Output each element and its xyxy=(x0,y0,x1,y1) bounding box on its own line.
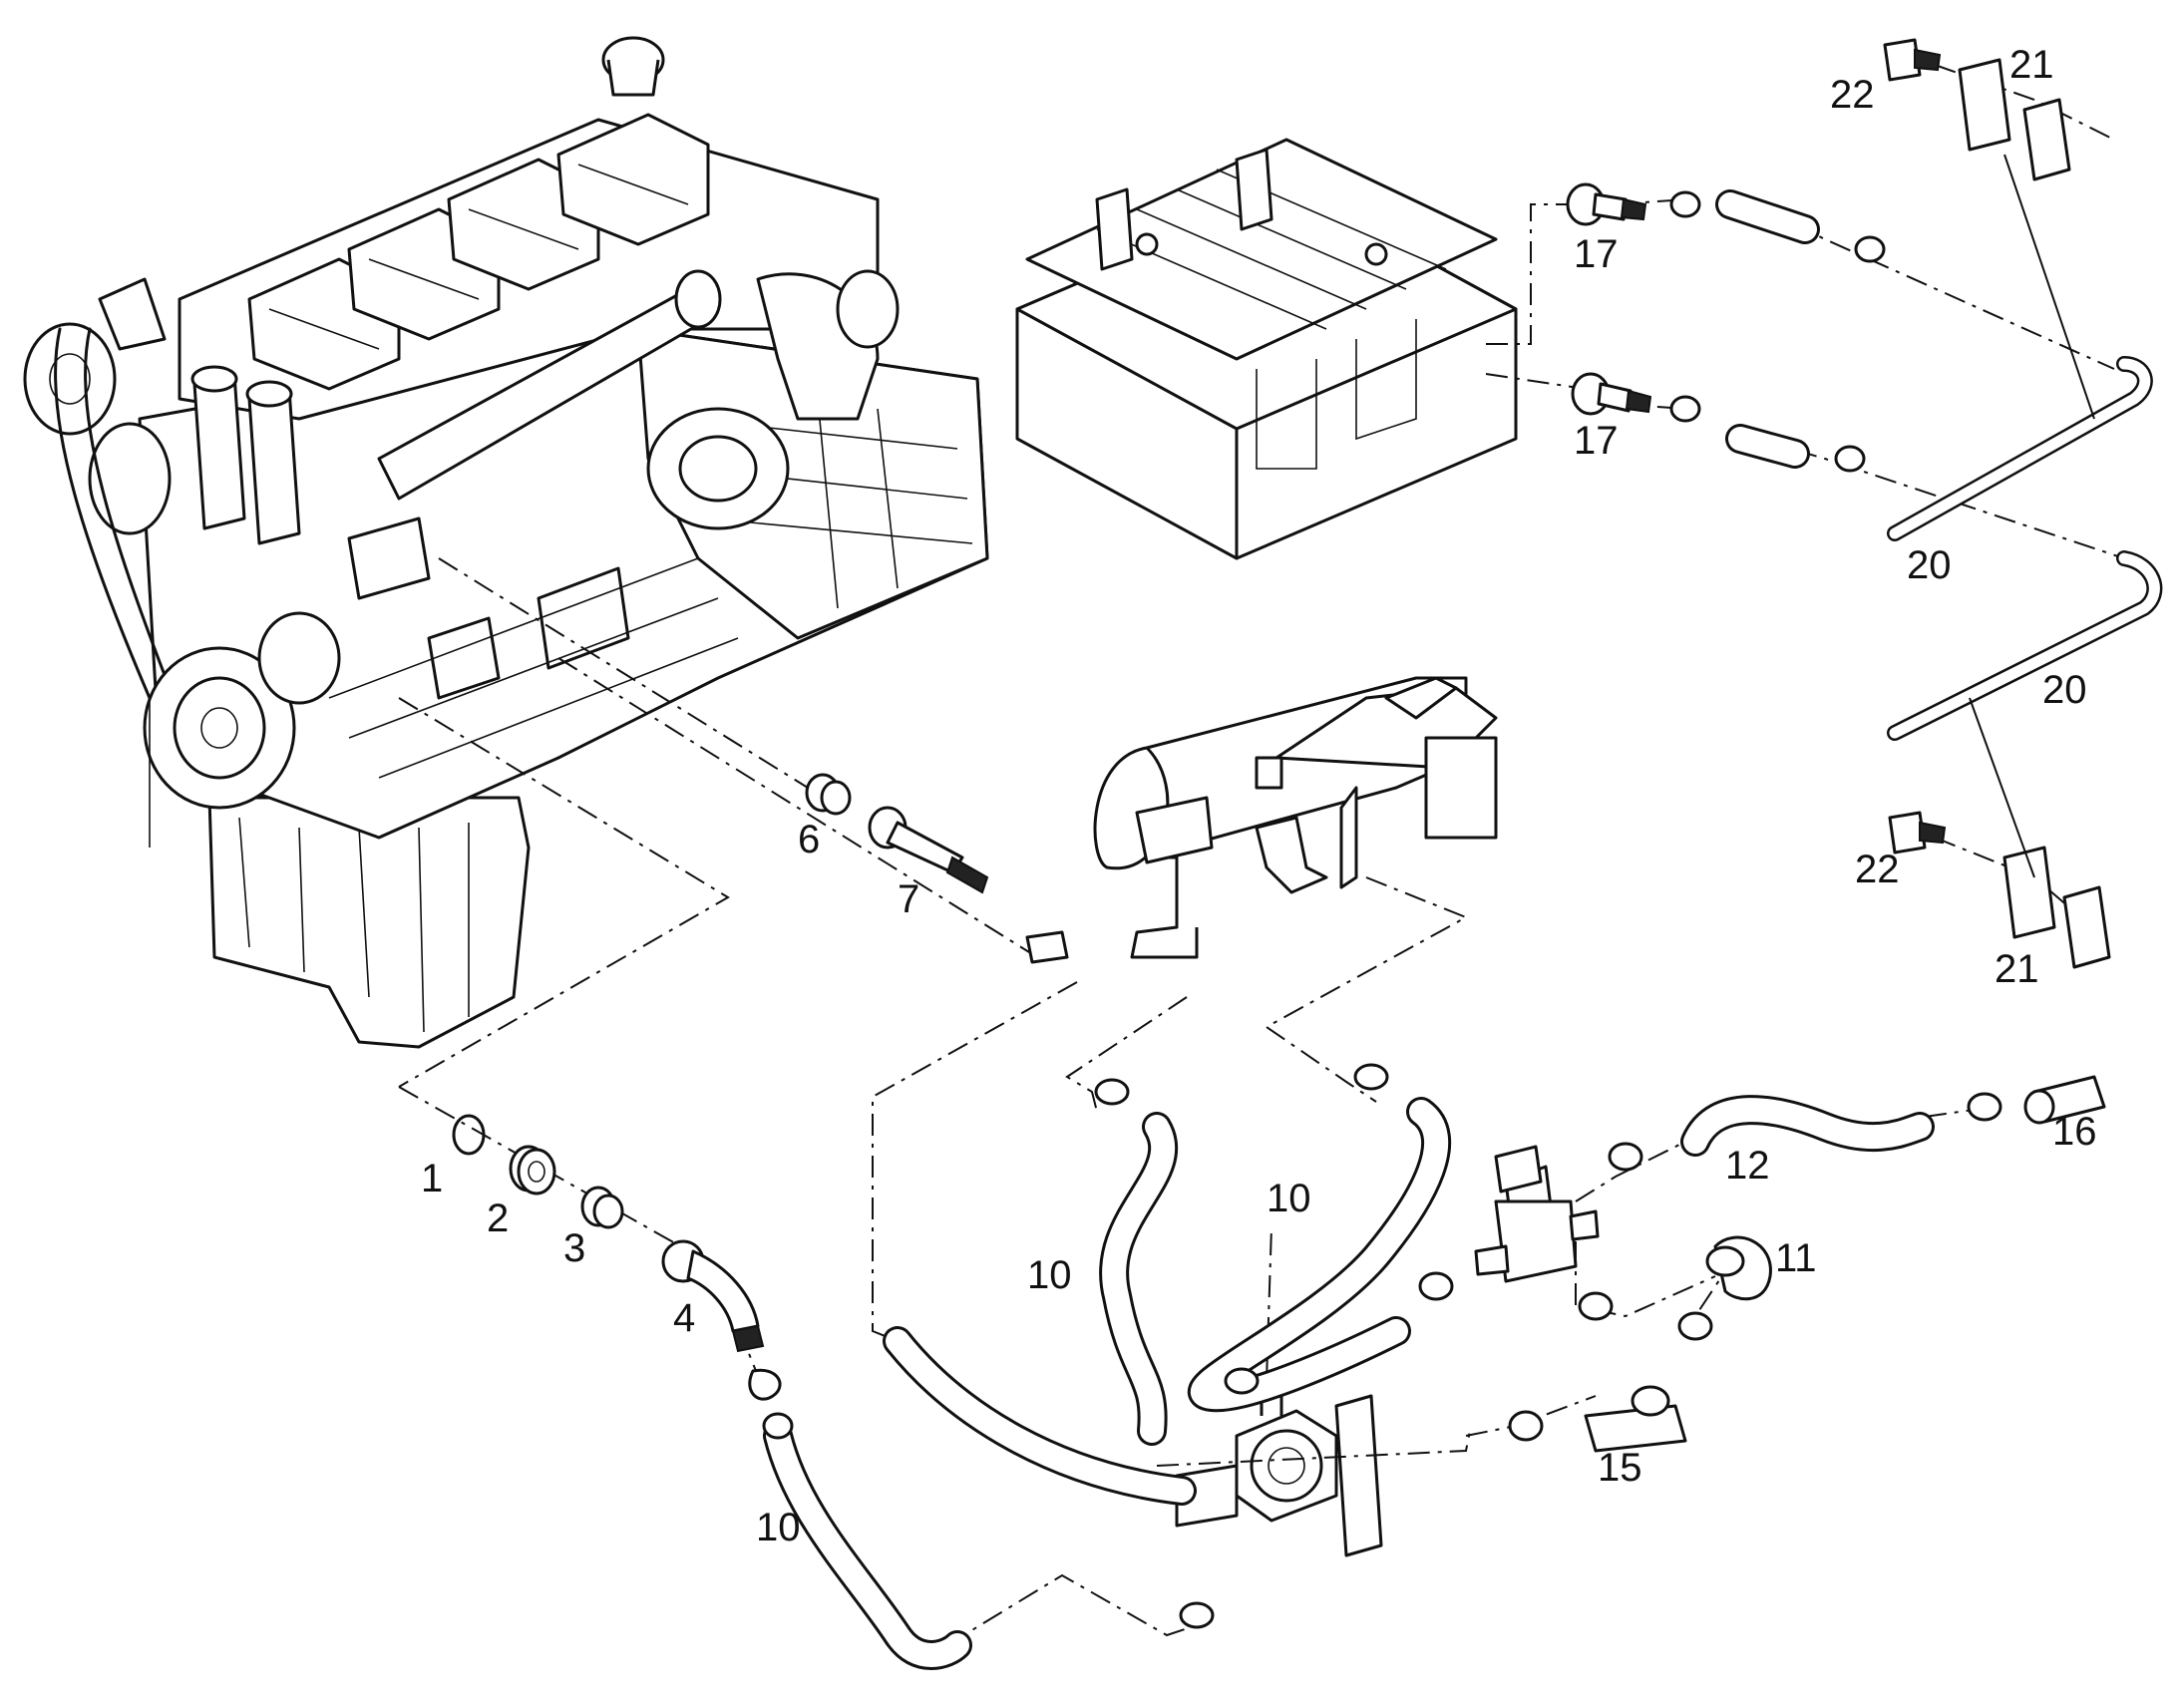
callout-1: 1 xyxy=(421,1157,443,1200)
callout-15: 15 xyxy=(1598,1446,1642,1490)
callout-21-b: 21 xyxy=(1995,947,2039,991)
callout-10-a: 10 xyxy=(756,1506,801,1549)
circulation-pump xyxy=(1175,1389,1383,1557)
callout-17-a: 17 xyxy=(1574,232,1619,276)
solenoid-valve xyxy=(1474,1145,1600,1283)
battery-box xyxy=(1015,138,1518,560)
callout-11: 11 xyxy=(1775,1236,1817,1280)
callout-20-b: 20 xyxy=(2042,668,2087,712)
callout-3: 3 xyxy=(563,1226,585,1270)
callout-10-c: 10 xyxy=(1267,1177,1311,1220)
callout-4: 4 xyxy=(673,1296,695,1340)
callout-16: 16 xyxy=(2052,1110,2097,1154)
callout-2: 2 xyxy=(487,1196,509,1240)
callout-10-b: 10 xyxy=(1027,1253,1072,1297)
callout-21-a: 21 xyxy=(2009,43,2054,87)
callout-17-b: 17 xyxy=(1574,419,1619,463)
callout-7: 7 xyxy=(898,877,919,921)
callouts: 1 2 3 4 6 7 10 10 10 11 12 15 16 17 17 2… xyxy=(421,43,2097,1549)
leader-lines xyxy=(1969,154,2095,878)
callout-20-a: 20 xyxy=(1907,543,1952,587)
auxiliary-heater xyxy=(1093,676,1498,959)
callout-12: 12 xyxy=(1725,1144,1770,1188)
hoses xyxy=(763,189,2163,1670)
fittings xyxy=(452,38,2111,1629)
callout-22-a: 22 xyxy=(1830,73,1875,117)
callout-6: 6 xyxy=(798,818,820,861)
callout-22-b: 22 xyxy=(1855,848,1900,891)
engine-assembly xyxy=(23,36,989,1049)
